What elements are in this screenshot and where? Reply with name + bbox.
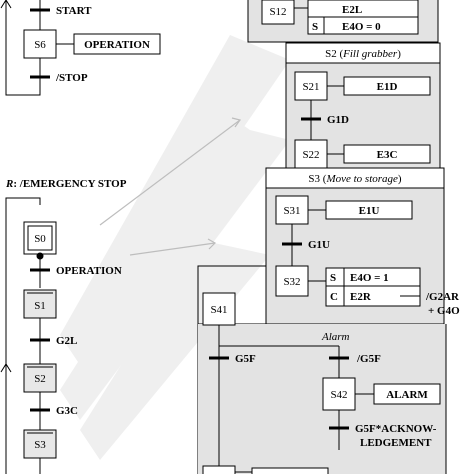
macro-s3-title-italic: Move to storage <box>325 173 398 185</box>
transition-g1d-label: G1D <box>327 114 349 126</box>
reset-condition-label: R: /EMERGENCY STOP <box>5 178 127 190</box>
step-s32-box <box>275 265 309 297</box>
step-s1-label: S1 <box>34 300 46 312</box>
step-s21-box <box>294 71 328 101</box>
action-e1u-label: E1U <box>359 205 380 217</box>
step-s21-label: S21 <box>302 81 319 93</box>
macro-s2-panel <box>285 42 441 172</box>
action-e4o-qualifier: S <box>312 21 318 33</box>
macro-s2-title-prefix: S2 ( <box>325 48 343 60</box>
action-e3c-box <box>343 144 431 164</box>
transition-g3c-label: G3C <box>56 405 78 417</box>
macro-s3-title-prefix: S3 ( <box>308 173 326 185</box>
emergency-grafcet <box>0 197 57 474</box>
macro-s2-title-suffix: ) <box>397 48 401 60</box>
transition-start-label: START <box>56 5 92 17</box>
transition-stop-label: /STOP <box>55 72 88 84</box>
action-partial-box <box>251 467 329 474</box>
transition-g2l-label: G2L <box>56 335 77 347</box>
macro-s2-title-italic: Fill grabber <box>342 48 398 60</box>
transition-g5f-label: G5F <box>235 353 256 365</box>
step-s12-label: S12 <box>269 6 286 18</box>
step-s43-box <box>202 465 236 474</box>
step-s31-box <box>275 195 309 225</box>
action-operation-box <box>73 33 161 55</box>
step-s32-label: S32 <box>283 276 300 288</box>
transition-not-g5f-label: /G5F <box>356 353 381 365</box>
action-e1d-box <box>343 76 431 96</box>
action-operation-label: OPERATION <box>84 39 150 51</box>
step-s41-label: S41 <box>210 304 227 316</box>
step-s2-label: S2 <box>34 373 46 385</box>
reset-prefix: R <box>5 178 13 190</box>
step-s31-label: S31 <box>283 205 300 217</box>
step-s6-box <box>23 29 57 59</box>
transition-operation-label: OPERATION <box>56 265 122 277</box>
step-s0-inner <box>27 225 53 251</box>
active-token-icon <box>36 252 44 260</box>
macro-s3-title: S3 (Move to storage) <box>308 173 402 185</box>
macro-s4-panel <box>197 265 447 474</box>
action-e4o-label: E4O = 0 <box>342 21 381 33</box>
qualifier-c-label: C <box>330 291 338 303</box>
action-e4o-set-label: E4O = 1 <box>350 272 389 284</box>
step-s0-label: S0 <box>34 233 46 245</box>
action-alarm-label: ALARM <box>386 389 428 401</box>
action-e4o-box <box>307 16 419 35</box>
alarm-branch-label: Alarm <box>321 331 350 343</box>
step-s3-label: S3 <box>34 439 46 451</box>
condition-g4o-label: + G4O <box>428 305 460 317</box>
qualifier-s-label: S <box>330 272 336 284</box>
reset-text: : /EMERGENCY STOP <box>13 178 126 190</box>
left-grafcet <box>0 0 161 96</box>
macro-s2-title: S2 (Fill grabber) <box>325 48 401 60</box>
macro-s3-title-suffix: ) <box>398 173 402 185</box>
transition-ack-line1: G5F*ACKNOW- <box>355 423 437 435</box>
step-s1-box <box>23 289 57 319</box>
action-e2r-label: E2R <box>350 291 372 303</box>
action-e1d-label: E1D <box>377 81 398 93</box>
step-s12-box <box>261 0 295 25</box>
step-s6-label: S6 <box>34 39 46 51</box>
connector-arrows <box>99 117 242 256</box>
step-s22-label: S22 <box>302 149 319 161</box>
step-s3-box <box>23 429 57 459</box>
step-s42-box <box>322 377 356 411</box>
action-e2l-box <box>307 0 419 18</box>
action-e3c-label: E3C <box>377 149 398 161</box>
macro-s1-panel <box>247 0 439 43</box>
action-e1u-box <box>325 200 413 220</box>
macro-s3-panel <box>265 167 445 325</box>
transition-ack-line2: LEDGEMENT <box>360 437 432 449</box>
transition-g1u-label: G1U <box>308 239 330 251</box>
step-s2-box <box>23 363 57 393</box>
condition-g2ar-label: /G2AR <box>425 291 460 303</box>
action-e2l-label: E2L <box>342 4 362 16</box>
action-alarm-box <box>373 383 441 405</box>
step-s42-label: S42 <box>330 389 347 401</box>
